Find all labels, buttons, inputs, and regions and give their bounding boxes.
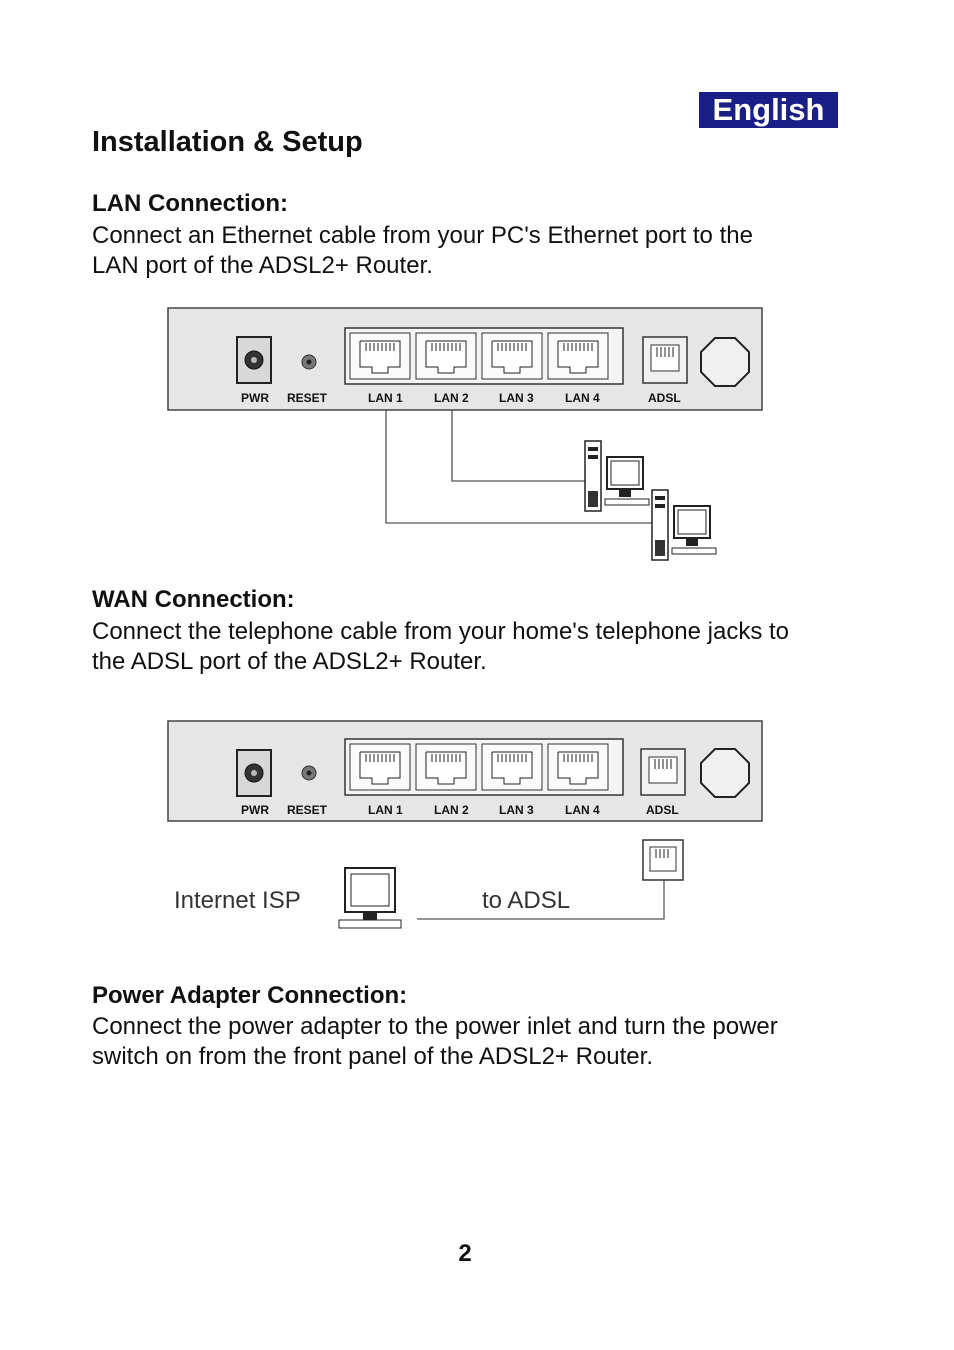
panel-label-lan2: LAN 2 [434, 391, 469, 405]
lan-port-icon [415, 332, 477, 380]
panel-label-reset-2: RESET [287, 803, 328, 817]
panel-label-lan2-2: LAN 2 [434, 803, 469, 817]
power-switch-icon [700, 337, 750, 387]
wan-text-line-1: Connect the telephone cable from your ho… [92, 618, 790, 645]
panel-label-adsl: ADSL [648, 391, 681, 405]
page-title: Installation & Setup [92, 126, 363, 158]
panel-label-pwr: PWR [241, 391, 269, 405]
panel-label-adsl-2: ADSL [646, 803, 679, 817]
to-adsl-label: to ADSL [482, 887, 570, 914]
lan-port-icon [547, 332, 609, 380]
power-connection-heading: Power Adapter Connection: [92, 982, 408, 1009]
pc-icon-2 [651, 489, 717, 561]
panel-label-lan1: LAN 1 [368, 391, 403, 405]
telephone-wall-jack-icon [642, 839, 684, 881]
internet-isp-label: Internet ISP [174, 887, 301, 914]
panel-label-lan4-2: LAN 4 [565, 803, 600, 817]
wan-connection-heading: WAN Connection: [92, 586, 295, 613]
lan-text-line-1: Connect an Ethernet cable from your PC's… [92, 222, 753, 249]
lan2-cable [451, 410, 587, 482]
lan-port-icon [481, 332, 543, 380]
panel-label-lan3: LAN 3 [499, 391, 534, 405]
power-switch-icon-2 [700, 748, 750, 798]
lan-connection-heading: LAN Connection: [92, 190, 288, 217]
lan-text-line-2: LAN port of the ADSL2+ Router. [92, 252, 433, 279]
lan-connection-diagram: PWR RESET LAN 1 LAN 2 LAN 3 LAN 4 ADSL [167, 307, 767, 562]
panel-label-lan4: LAN 4 [565, 391, 600, 405]
wan-connection-diagram: PWR RESET LAN 1 LAN 2 LAN 3 LAN 4 ADSL I… [167, 720, 767, 935]
panel-label-lan3-2: LAN 3 [499, 803, 534, 817]
panel-label-pwr-2: PWR [241, 803, 269, 817]
language-badge: English [699, 92, 838, 128]
lan-port-icon [349, 332, 411, 380]
power-connection-text: Connect the power adapter to the power i… [92, 1012, 862, 1072]
panel-label-lan1-2: LAN 1 [368, 803, 403, 817]
pc-icon-1 [584, 440, 650, 512]
wan-connection-text: Connect the telephone cable from your ho… [92, 617, 862, 677]
lan-port-icon [481, 743, 543, 791]
isp-computer-icon [338, 867, 402, 929]
page-number: 2 [458, 1240, 472, 1267]
panel-label-reset: RESET [287, 391, 328, 405]
wan-text-line-2: the ADSL port of the ADSL2+ Router. [92, 648, 487, 675]
lan-port-icon [349, 743, 411, 791]
lan-connection-text: Connect an Ethernet cable from your PC's… [92, 221, 862, 281]
lan1-cable [385, 410, 655, 524]
lan-port-icon [415, 743, 477, 791]
lan-port-icon [547, 743, 609, 791]
power-text-line-2: switch on from the front panel of the AD… [92, 1043, 653, 1070]
adsl-cable [417, 880, 665, 920]
power-text-line-1: Connect the power adapter to the power i… [92, 1013, 778, 1040]
